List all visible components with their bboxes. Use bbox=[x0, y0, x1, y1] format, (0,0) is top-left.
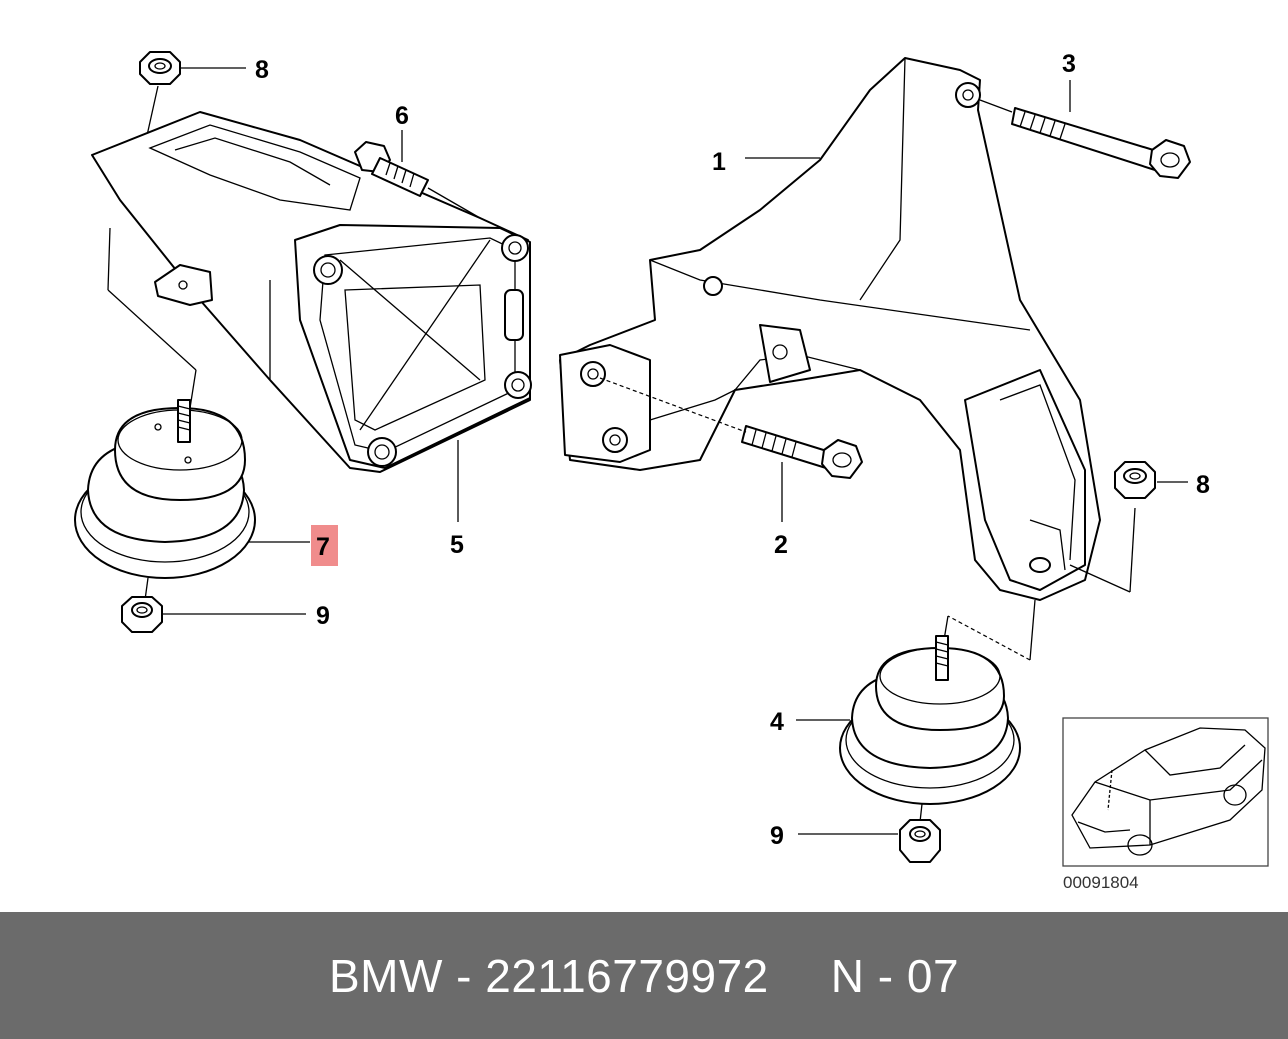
bolt-2[interactable] bbox=[741, 425, 863, 479]
footer-bar: BMW - 22116779972 N - 07 bbox=[0, 912, 1288, 1039]
callout-7: 7 bbox=[316, 533, 330, 561]
nut-8-top-left[interactable] bbox=[139, 51, 181, 85]
callout-6: 6 bbox=[395, 102, 409, 130]
assembly-line-right-a bbox=[1029, 599, 1036, 661]
engine-mount-4[interactable] bbox=[839, 635, 1021, 805]
callout-3: 3 bbox=[1062, 50, 1076, 78]
parts-diagram: 8 5 6 bbox=[74, 50, 1269, 892]
thumbnail-ref-number: 00091804 bbox=[1063, 873, 1139, 892]
callout-2: 2 bbox=[774, 531, 788, 559]
assembly-line-left-b bbox=[107, 289, 197, 371]
nut-9-right[interactable] bbox=[899, 819, 941, 863]
callout-8-top: 8 bbox=[255, 56, 269, 84]
bolt-6[interactable] bbox=[354, 141, 429, 197]
callout-4: 4 bbox=[770, 708, 784, 736]
bolt-3[interactable] bbox=[1011, 107, 1191, 179]
leader-8-right-to-bracket bbox=[1069, 564, 1131, 593]
callout-1: 1 bbox=[712, 148, 726, 176]
bracket-1[interactable] bbox=[559, 57, 1101, 601]
bracket-5[interactable] bbox=[91, 111, 532, 473]
callout-9-right: 9 bbox=[770, 822, 784, 850]
assembly-line-right-b bbox=[947, 615, 1031, 661]
footer-part-text: BMW - 22116779972 bbox=[328, 949, 769, 1002]
nut-8-right[interactable] bbox=[1114, 461, 1156, 499]
engine-mount-7[interactable] bbox=[74, 399, 256, 579]
vehicle-thumbnail bbox=[1062, 717, 1269, 867]
footer-position-text: N - 07 bbox=[830, 949, 960, 1002]
leader-8-right-down bbox=[1129, 507, 1136, 593]
leader-6-to-bracket bbox=[427, 187, 481, 219]
highlight-box-7 bbox=[311, 525, 338, 566]
nut-9-left[interactable] bbox=[121, 596, 163, 633]
leader-3-to-bracket bbox=[979, 99, 1013, 113]
leader-8-top-to-bracket bbox=[145, 85, 159, 141]
callout-8-right: 8 bbox=[1196, 471, 1210, 499]
dash-2-to-bracket bbox=[599, 377, 747, 433]
callout-9-left: 9 bbox=[316, 602, 330, 630]
callout-5: 5 bbox=[450, 531, 464, 559]
assembly-line-left-a bbox=[107, 227, 111, 291]
